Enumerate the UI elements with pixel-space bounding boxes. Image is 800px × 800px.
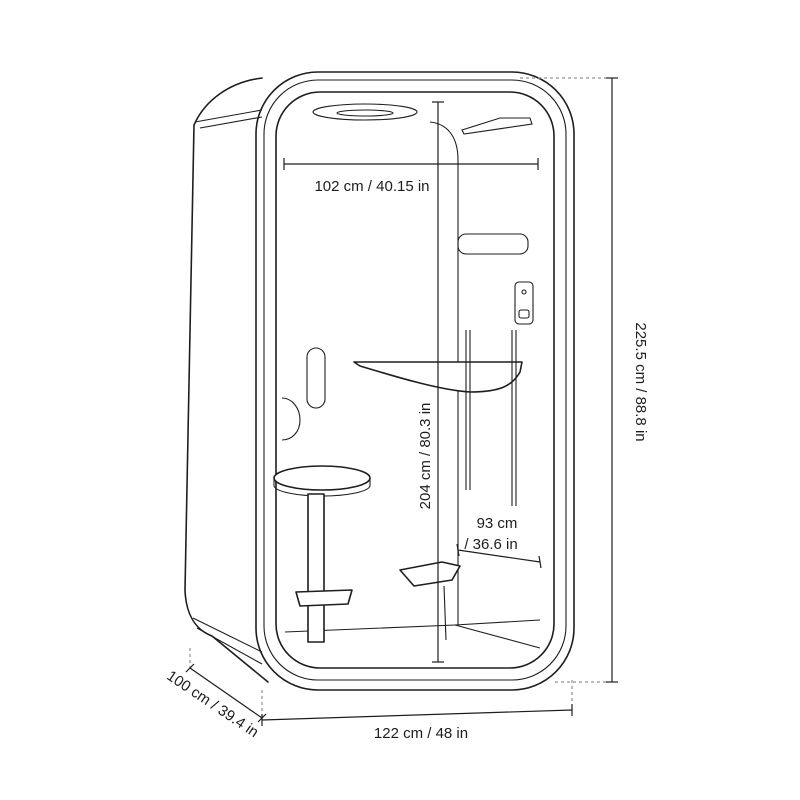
booth-interior [273, 103, 541, 649]
wall-lamp [306, 347, 326, 409]
depth-label: 100 cm / 39.4 in [164, 667, 262, 741]
ceiling-light [312, 103, 418, 121]
power-outlet [514, 281, 534, 325]
wall-panel [457, 233, 529, 255]
width-label: 122 cm / 48 in [374, 725, 468, 742]
dimension-lines [185, 77, 618, 726]
interior-width-label: 102 cm / 40.15 in [314, 178, 429, 195]
height-label: 225.5 cm / 88.8 in [632, 322, 649, 441]
ceiling-vent [461, 117, 533, 135]
interior-height-label: 204 cm / 80.3 in [417, 403, 434, 510]
interior-depth-label-line1: 93 cm [477, 515, 518, 532]
stool [273, 465, 371, 643]
footrest [399, 561, 461, 587]
booth-shell [184, 71, 575, 691]
interior-depth-label-line2: / 36.6 in [464, 536, 517, 553]
